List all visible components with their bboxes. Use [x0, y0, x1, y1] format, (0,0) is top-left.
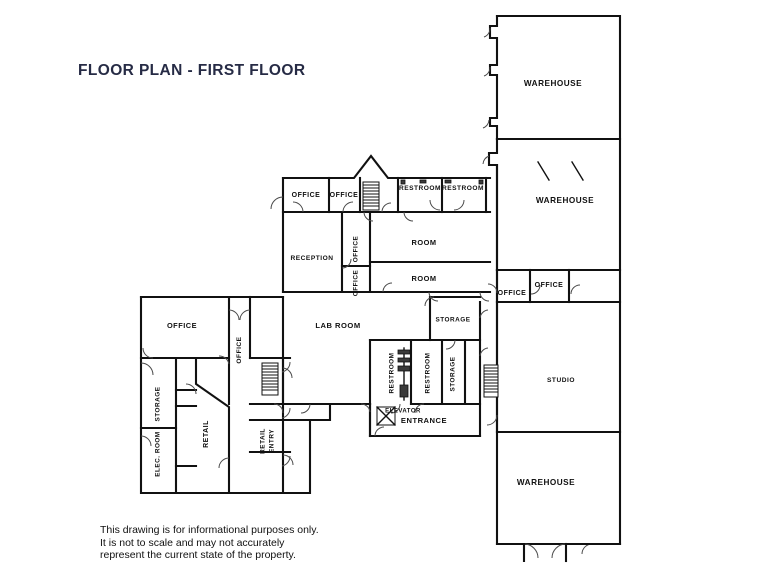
- room-label-office-top-right: OFFICE: [330, 192, 359, 199]
- room-label-restroom-mid-right: RESTROOM: [425, 353, 432, 394]
- stair-studio: [483, 364, 499, 398]
- studio-outline: [495, 300, 622, 434]
- stair-upper: [362, 181, 380, 211]
- room-label-office-right-outer: OFFICE: [535, 282, 564, 289]
- room-label-lab-room: LAB ROOM: [315, 321, 360, 330]
- reception-block-partitions: [340, 210, 492, 294]
- room-label-group: WAREHOUSE WAREHOUSE WAREHOUSE STUDIO OFFICE O…: [155, 79, 594, 487]
- annotation-retail-entry-line2: ENTRY: [269, 429, 276, 453]
- room-label-room-upper: ROOM: [412, 238, 437, 247]
- room-label-storage-upper: STORAGE: [436, 317, 471, 324]
- room-label-office-left-top: OFFICE: [167, 321, 197, 330]
- room-label-restroom-mid-left: RESTROOM: [389, 353, 396, 394]
- room-label-studio: STUDIO: [547, 377, 575, 384]
- annotation-elevator: ELEVATOR: [385, 409, 421, 415]
- room-label-retail: RETAIL: [203, 420, 210, 448]
- bottom-door-jambs: [495, 542, 622, 563]
- upper-central-block-outline: [281, 154, 492, 294]
- room-label-restroom-top-left: RESTROOM: [399, 185, 441, 192]
- room-label-office-mid-lower: OFFICE: [353, 270, 360, 297]
- door-swings: [140, 27, 593, 559]
- warehouse-bottom-outline: [495, 430, 622, 546]
- room-label-room-lower: ROOM: [412, 274, 437, 283]
- elevator-icon: [376, 406, 396, 426]
- top-offices-partitions: [327, 176, 488, 214]
- stair-left: [261, 362, 279, 396]
- room-label-reception: RECEPTION: [291, 255, 334, 262]
- room-label-restroom-top-right: RESTROOM: [442, 185, 484, 192]
- left-block-partitions: [139, 295, 312, 495]
- restroom-fixtures-top: [400, 179, 484, 185]
- disclaimer-text: This drawing is for informational purpos…: [100, 524, 319, 562]
- lab-and-core-outline: [281, 295, 482, 438]
- room-label-warehouse-middle: WAREHOUSE: [536, 196, 594, 205]
- room-label-warehouse-bottom: WAREHOUSE: [517, 478, 575, 487]
- page-title: FLOOR PLAN - FIRST FLOOR: [78, 62, 306, 79]
- room-label-office-right-inner: OFFICE: [498, 290, 527, 297]
- room-label-office-left-vert: OFFICE: [236, 336, 243, 363]
- room-label-entrance: ENTRANCE: [401, 416, 447, 425]
- annotation-retail-entry-line1: RETAIL: [260, 428, 267, 454]
- room-label-office-top-left: OFFICE: [292, 192, 321, 199]
- room-label-warehouse-top: WAREHOUSE: [524, 79, 582, 88]
- warehouse-top-outline: [488, 14, 622, 141]
- room-label-storage-vertical: STORAGE: [450, 356, 457, 391]
- room-label-storage-left: STORAGE: [155, 386, 162, 421]
- room-label-elec-room: ELEC. ROOM: [155, 431, 162, 476]
- restroom-fixtures-mid: [397, 347, 411, 401]
- room-label-office-mid-upper: OFFICE: [353, 236, 360, 263]
